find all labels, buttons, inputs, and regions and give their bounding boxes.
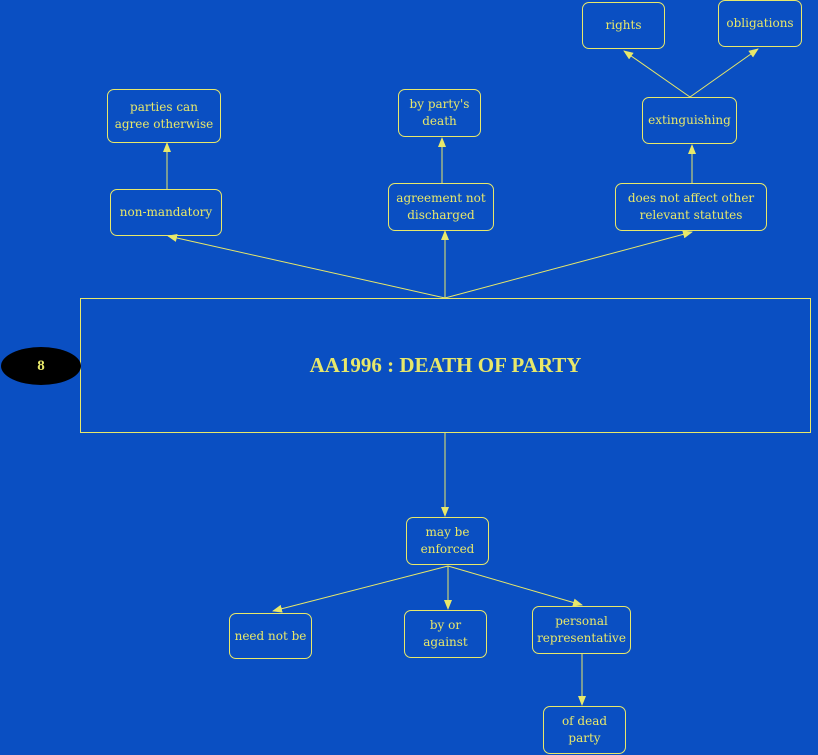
node-label: non-mandatory (119, 205, 213, 219)
node-label: by party's death (409, 97, 470, 128)
edge-may-be-enforced-to-need-not-be (272, 565, 449, 613)
node-label: extinguishing (648, 113, 731, 127)
edge-main-to-does-not-affect (444, 230, 693, 299)
node-by-partys-death[interactable]: by party's death (398, 89, 481, 137)
node-does-not-affect-other-relevant-statutes[interactable]: does not affect other relevant statutes (615, 183, 767, 231)
node-label: need not be (234, 628, 307, 643)
edge-extinguishing-to-obligations (689, 48, 759, 98)
node-agreement-not-discharged[interactable]: agreement not discharged (388, 183, 494, 231)
main-topic-title: AA1996 : DEATH OF PARTY (309, 353, 582, 377)
node-label: parties can agree otherwise (114, 100, 214, 131)
edge-may-be-enforced-to-personal-representative (447, 565, 583, 607)
node-rights[interactable]: rights (582, 2, 665, 49)
node-need-not-be[interactable]: need not be (229, 613, 312, 659)
node-label: agreement not discharged (396, 191, 486, 222)
node-label: personal representative (537, 614, 626, 645)
node-label: does not affect other relevant statutes (627, 191, 755, 222)
node-by-or-against[interactable]: by or against (404, 610, 487, 658)
node-of-dead-party[interactable]: of dead party (543, 706, 626, 754)
node-non-mandatory[interactable]: non-mandatory (110, 189, 222, 236)
node-obligations[interactable]: obligations (718, 0, 802, 47)
node-label: may be enforced (420, 525, 475, 556)
main-topic-box[interactable]: AA1996 : DEATH OF PARTY (80, 298, 811, 433)
node-may-be-enforced[interactable]: may be enforced (406, 517, 489, 565)
node-personal-representative[interactable]: personal representative (532, 606, 631, 654)
node-label: of dead party (561, 714, 608, 745)
connectors (163, 48, 759, 706)
node-label: rights (605, 18, 642, 32)
edge-extinguishing-to-rights (623, 50, 691, 98)
node-parties-can-agree-otherwise[interactable]: parties can agree otherwise (107, 89, 221, 143)
edge-main-to-non-mandatory (167, 234, 446, 299)
topic-number-badge: 8 (1, 347, 81, 385)
node-label: obligations (726, 16, 794, 30)
topic-number: 8 (37, 357, 45, 374)
node-extinguishing[interactable]: extinguishing (642, 97, 737, 144)
node-label: by or against (423, 618, 468, 649)
